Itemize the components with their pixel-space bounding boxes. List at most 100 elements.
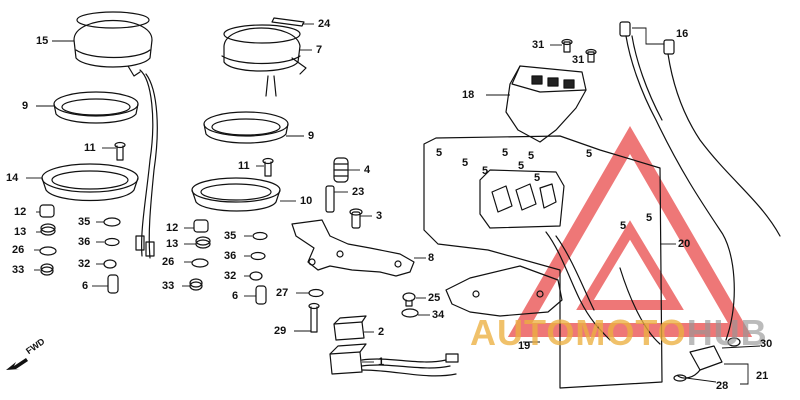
callout-28: 28: [716, 380, 729, 392]
callout-21: 21: [756, 370, 769, 382]
fwd-arrow-icon: [6, 358, 28, 370]
callout-26-left: 26: [12, 244, 25, 256]
nut-33-right: [189, 278, 203, 291]
bulb-6-right: [255, 285, 267, 305]
callout-31-a: 31: [532, 39, 545, 51]
watermark-part-moto: MOTO: [575, 312, 687, 353]
nut-32-left: [103, 259, 117, 269]
callout-15: 15: [36, 35, 49, 47]
bolt-29: [308, 302, 320, 333]
callout-11-left: 11: [84, 142, 96, 154]
callout-5-e: 5: [518, 160, 525, 172]
watermark-part-hub: HUB: [686, 312, 768, 353]
callout-32-right: 32: [224, 270, 237, 282]
callout-12-left: 12: [14, 206, 27, 218]
callout-19: 19: [518, 340, 531, 352]
mounting-plate-19: [445, 265, 563, 317]
callout-5-d: 5: [502, 147, 509, 159]
sensor-21: [677, 345, 723, 379]
leader-lines: [26, 23, 761, 385]
grommet-4: [333, 157, 349, 183]
callout-5-a: 5: [436, 147, 443, 159]
callout-29: 29: [274, 325, 287, 337]
meter-case-7: [221, 24, 307, 97]
callout-34: 34: [432, 309, 445, 321]
strip-24: [271, 17, 305, 27]
screw-31-a: [561, 38, 573, 53]
bolt-3: [349, 208, 363, 229]
screw-11-left: [114, 141, 126, 161]
callout-6-left: 6: [82, 280, 89, 292]
callout-4: 4: [364, 164, 371, 176]
callout-5-f: 5: [528, 150, 535, 162]
washer-36-right: [250, 251, 266, 261]
connector-left-b: [145, 241, 155, 257]
callout-35-right: 35: [224, 230, 237, 242]
meter-case-15: [73, 11, 153, 77]
meter-lower-case-14: [41, 163, 139, 202]
grommet-30: [727, 337, 741, 347]
callout-5-g: 5: [534, 172, 541, 184]
washer-35-left: [103, 217, 121, 227]
washer-34: [401, 308, 419, 318]
nut-32-right: [249, 271, 263, 281]
meter-bracket-8: [291, 219, 415, 277]
washer-26-right: [191, 258, 209, 268]
callout-32-left: 32: [78, 258, 91, 270]
fwd-indicator: FWD: [4, 336, 56, 374]
callout-33-left: 33: [12, 264, 25, 276]
callout-36-left: 36: [78, 236, 91, 248]
watermark-triangle: [507, 126, 753, 337]
connector-left-a: [135, 235, 145, 251]
callout-36-right: 36: [224, 250, 237, 262]
callout-6-right: 6: [232, 290, 239, 302]
screw-31-b: [585, 48, 597, 63]
callout-13-right: 13: [166, 238, 179, 250]
callout-12-right: 12: [166, 222, 179, 234]
callout-5-c: 5: [482, 165, 489, 177]
grommet-13-left: [40, 223, 56, 236]
callout-14: 14: [6, 172, 19, 184]
callout-5-i: 5: [620, 220, 627, 232]
callout-5-j: 5: [646, 212, 653, 224]
grommet-13-right: [195, 236, 211, 249]
panel-wires: [545, 231, 661, 345]
screw-11-right: [262, 157, 274, 177]
washer-27: [308, 288, 324, 298]
meter-ring-9-right: [203, 111, 289, 144]
bulb-6-left: [107, 274, 119, 294]
callout-1: 1: [378, 356, 385, 368]
meter-wire-left: [139, 69, 154, 257]
collar-23: [325, 185, 335, 213]
callout-31-b: 31: [572, 54, 585, 66]
callout-9-left: 9: [22, 100, 29, 112]
callout-35-left: 35: [78, 216, 91, 228]
callout-13-left: 13: [14, 226, 27, 238]
washer-26-left: [39, 246, 57, 256]
callout-24: 24: [318, 18, 331, 30]
callout-3: 3: [376, 210, 383, 222]
washer-35-right: [252, 231, 268, 241]
meter-lower-case-10: [191, 177, 281, 212]
watermark-part-auto: AUTO: [470, 312, 576, 353]
relay-2: [333, 315, 367, 341]
unit-1: [329, 343, 459, 377]
callout-26-right: 26: [162, 256, 175, 268]
grommet-12-right: [193, 219, 209, 233]
callout-8: 8: [428, 252, 435, 264]
indicator-cover-18: [505, 65, 587, 143]
callout-20: 20: [678, 238, 691, 250]
callout-18: 18: [462, 89, 475, 101]
callout-5-h: 5: [586, 148, 593, 160]
callout-7: 7: [316, 44, 323, 56]
watermark-text: AUTOMOTOHUB: [470, 314, 768, 352]
callout-9-right: 9: [308, 130, 315, 142]
callout-23: 23: [352, 186, 365, 198]
callout-33-right: 33: [162, 280, 175, 292]
callout-27: 27: [276, 287, 289, 299]
meter-cable-16: [619, 21, 781, 341]
callout-25: 25: [428, 292, 441, 304]
callout-10: 10: [300, 195, 313, 207]
